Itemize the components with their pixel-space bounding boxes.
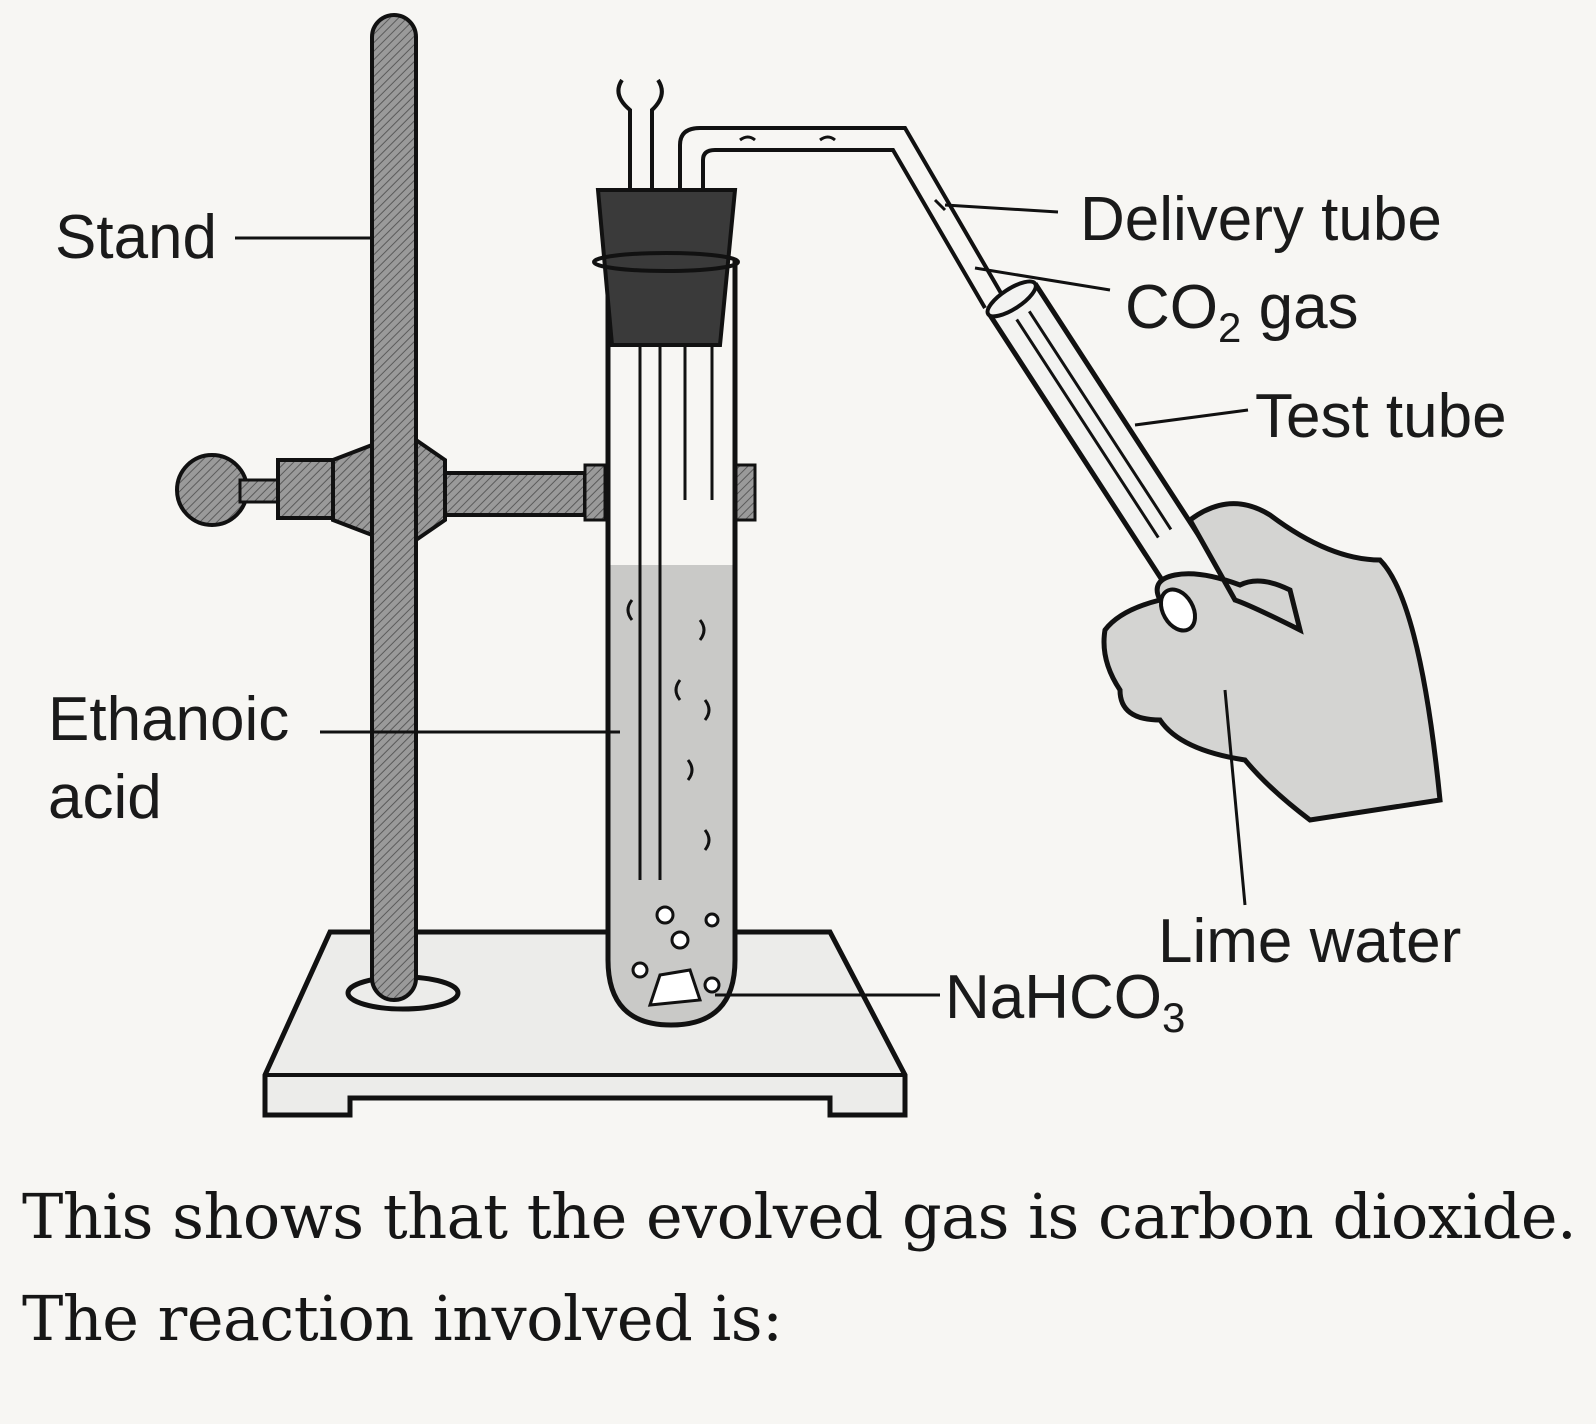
stand-rod	[370, 13, 418, 1002]
clamp	[175, 436, 757, 544]
boiling-tube	[605, 260, 738, 1028]
stand-base	[262, 929, 908, 1118]
delivery-tube	[678, 126, 1007, 310]
label-acid: acid	[48, 763, 162, 832]
thumbnail	[1158, 587, 1198, 633]
caption-line-2: The reaction involved is:	[22, 1282, 783, 1355]
label-test-tube: Test tube	[1255, 382, 1507, 451]
label-delivery-tube: Delivery tube	[1080, 185, 1442, 254]
label-co2-gas: CO2 gas	[1125, 273, 1359, 351]
label-ethanoic: Ethanoic	[48, 685, 289, 754]
cork	[592, 78, 740, 347]
hand	[1101, 501, 1443, 823]
caption-line-1: This shows that the evolved gas is carbo…	[22, 1180, 1577, 1253]
label-stand: Stand	[55, 203, 217, 272]
label-lime-water: Lime water	[1158, 907, 1461, 976]
leader-lines	[235, 203, 1249, 997]
label-nahco3: NaHCO3	[945, 963, 1185, 1041]
